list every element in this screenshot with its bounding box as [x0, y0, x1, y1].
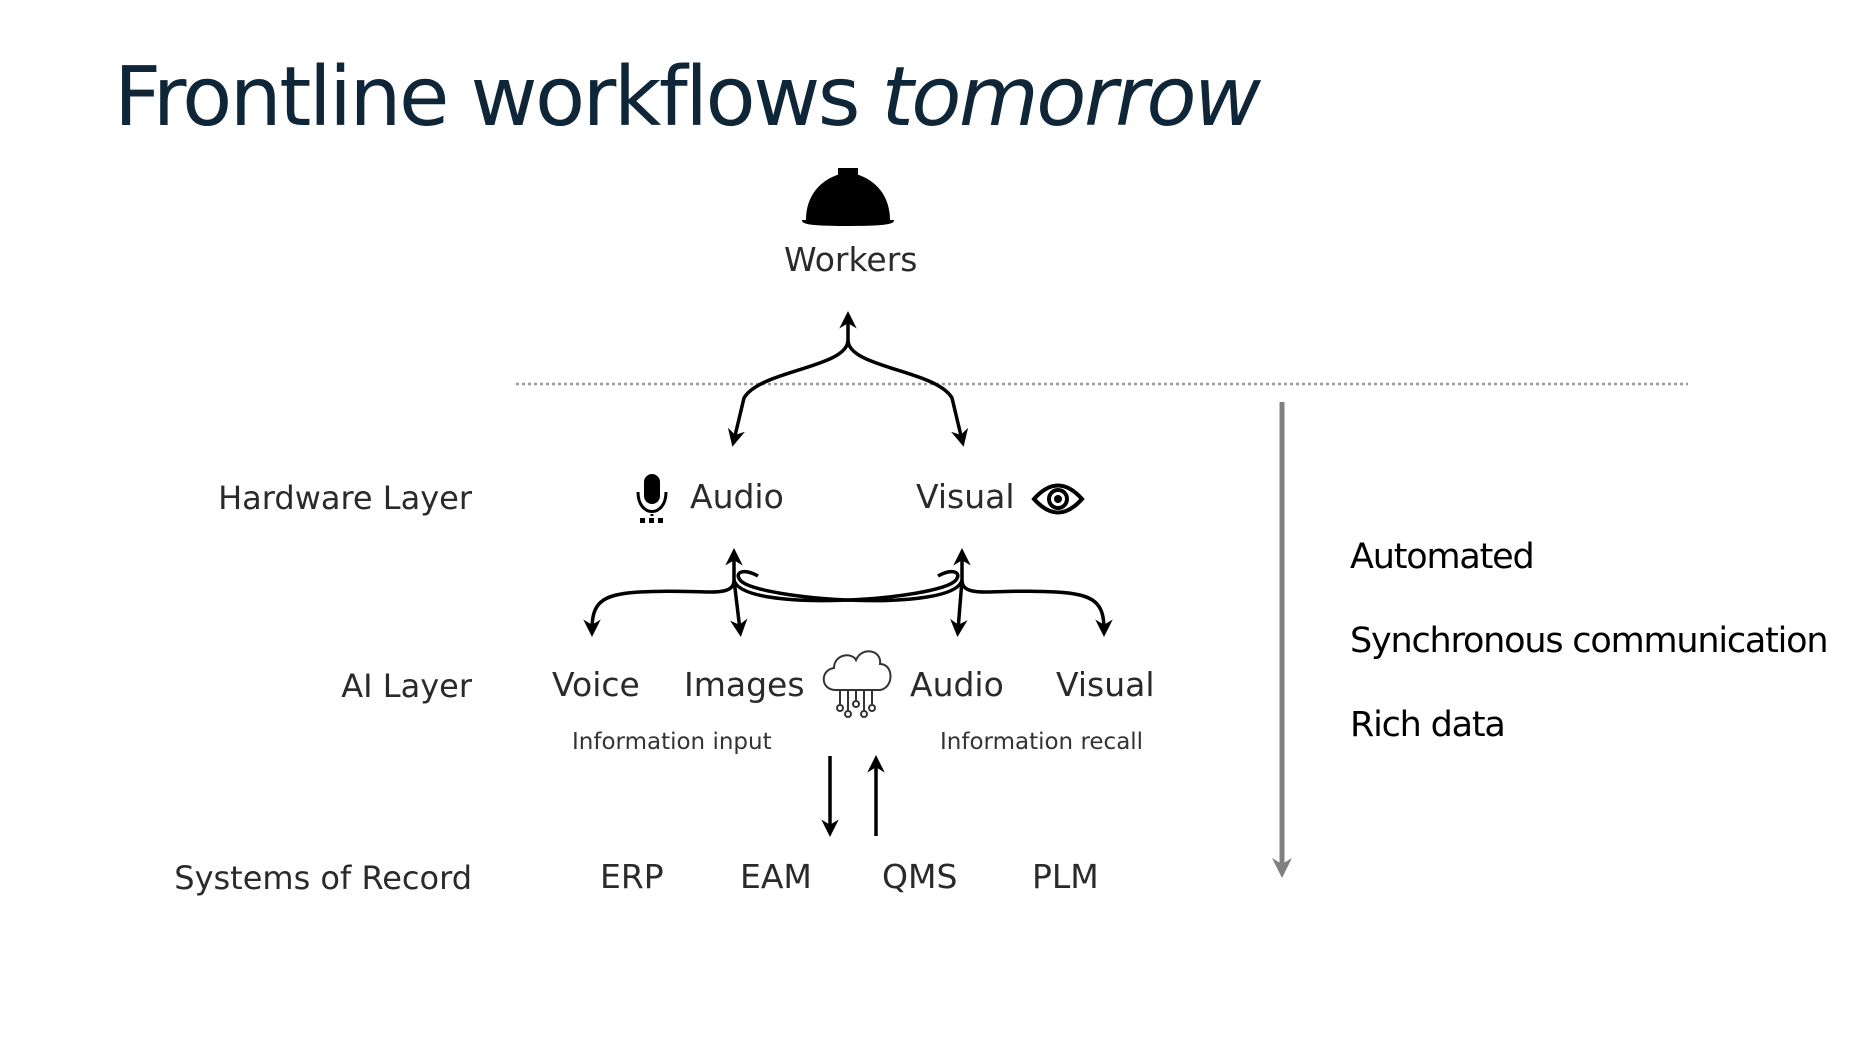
side-label-rich-data: Rich data: [1350, 705, 1506, 745]
systems-layer-label: Systems of Record: [174, 859, 472, 897]
ai-systems-arrows: [821, 755, 885, 837]
ai-visual-label: Visual: [1056, 665, 1155, 704]
microphone-icon: [636, 474, 668, 523]
ai-audio-label: Audio: [910, 665, 1004, 704]
hardware-ai-arrows: [583, 548, 1113, 637]
workers-label: Workers: [784, 240, 918, 279]
ai-layer-label: AI Layer: [341, 667, 472, 705]
system-eam-label: EAM: [740, 857, 812, 896]
information-recall-label: Information recall: [940, 729, 1144, 755]
ai-images-label: Images: [684, 665, 805, 704]
system-qms-label: QMS: [882, 857, 958, 896]
hard-hat-icon: [802, 168, 894, 226]
cloud-circuit-icon: [822, 650, 892, 718]
side-label-automated: Automated: [1350, 537, 1535, 577]
hardware-layer-label: Hardware Layer: [218, 479, 472, 517]
system-erp-label: ERP: [600, 857, 664, 896]
page-title: Frontline workflows tomorrow: [114, 50, 1261, 145]
hardware-audio-label: Audio: [690, 477, 784, 516]
information-input-label: Information input: [572, 729, 772, 755]
side-label-synchronous: Synchronous communication: [1350, 621, 1829, 661]
system-plm-label: PLM: [1032, 857, 1099, 896]
eye-icon: [1031, 483, 1085, 515]
worker-hardware-arrows: [727, 311, 969, 447]
hardware-visual-label: Visual: [916, 477, 1015, 516]
ai-voice-label: Voice: [552, 665, 640, 704]
